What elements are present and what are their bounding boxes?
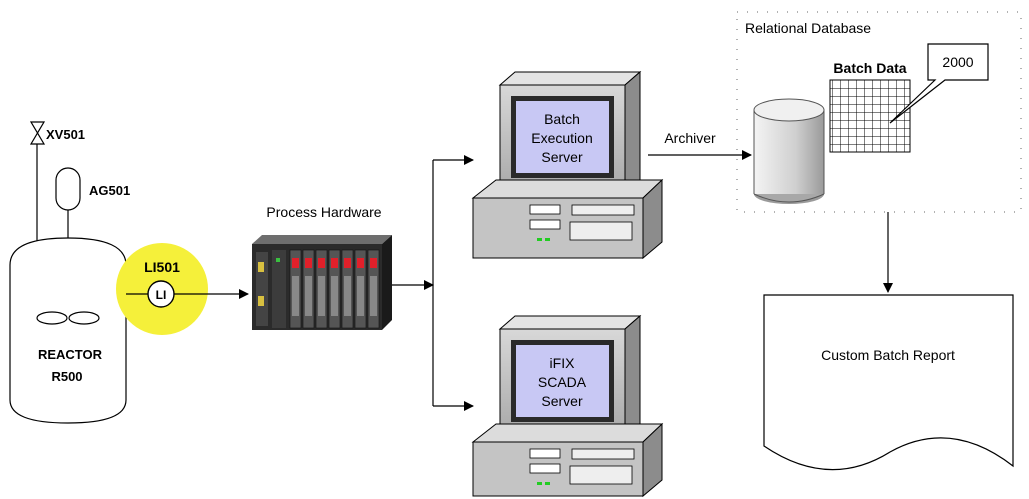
batch-server-line3: Server: [541, 149, 583, 165]
impeller-blade-icon: [36, 311, 68, 325]
scada-server-line1: iFIX: [550, 355, 576, 371]
reactor-vessel: REACTOR R500: [9, 237, 127, 424]
process-hardware-plc: Process Hardware: [252, 204, 392, 330]
relational-database-label: Relational Database: [745, 20, 871, 36]
batch-server-line1: Batch: [544, 111, 580, 127]
valve-xv501: XV501: [29, 121, 85, 243]
batch-data-label: Batch Data: [833, 60, 906, 76]
instrument-symbol: LI: [156, 288, 167, 302]
level-tag-label: LI501: [144, 259, 180, 275]
agitator-label: AG501: [89, 183, 130, 198]
agitator-motor-icon: [55, 167, 81, 211]
archiver-connector: Archiver: [648, 130, 752, 160]
callout-value: 2000: [942, 54, 973, 70]
monitor-screen: [516, 101, 609, 173]
custom-batch-report: Custom Batch Report: [763, 294, 1014, 471]
level-indicator-li501: LI LI501: [116, 243, 249, 335]
agitator-ag501: AG501: [55, 167, 130, 318]
reactor-label-line2: R500: [51, 369, 82, 384]
value-callout: 2000: [889, 43, 989, 124]
monitor-screen: [516, 345, 609, 417]
valve-icon: [29, 121, 46, 145]
reactor-label-line1: REACTOR: [38, 347, 103, 362]
archiver-label: Archiver: [664, 130, 716, 146]
database-cylinder-icon: [753, 98, 825, 204]
process-hardware-label: Process Hardware: [266, 204, 381, 220]
connector-lines: [392, 155, 474, 411]
scada-server: iFIX SCADA Server: [471, 314, 664, 498]
scada-server-line2: SCADA: [538, 374, 587, 390]
relational-database: Relational Database Batch Data 2000: [736, 11, 1022, 213]
batch-execution-server: Batch Execution Server: [471, 70, 664, 260]
report-label: Custom Batch Report: [821, 347, 955, 363]
batch-server-line2: Execution: [531, 130, 592, 146]
scada-server-line3: Server: [541, 393, 583, 409]
impeller-blade-icon: [68, 311, 100, 325]
report-document-icon: [763, 294, 1014, 471]
valve-label: XV501: [46, 127, 85, 142]
